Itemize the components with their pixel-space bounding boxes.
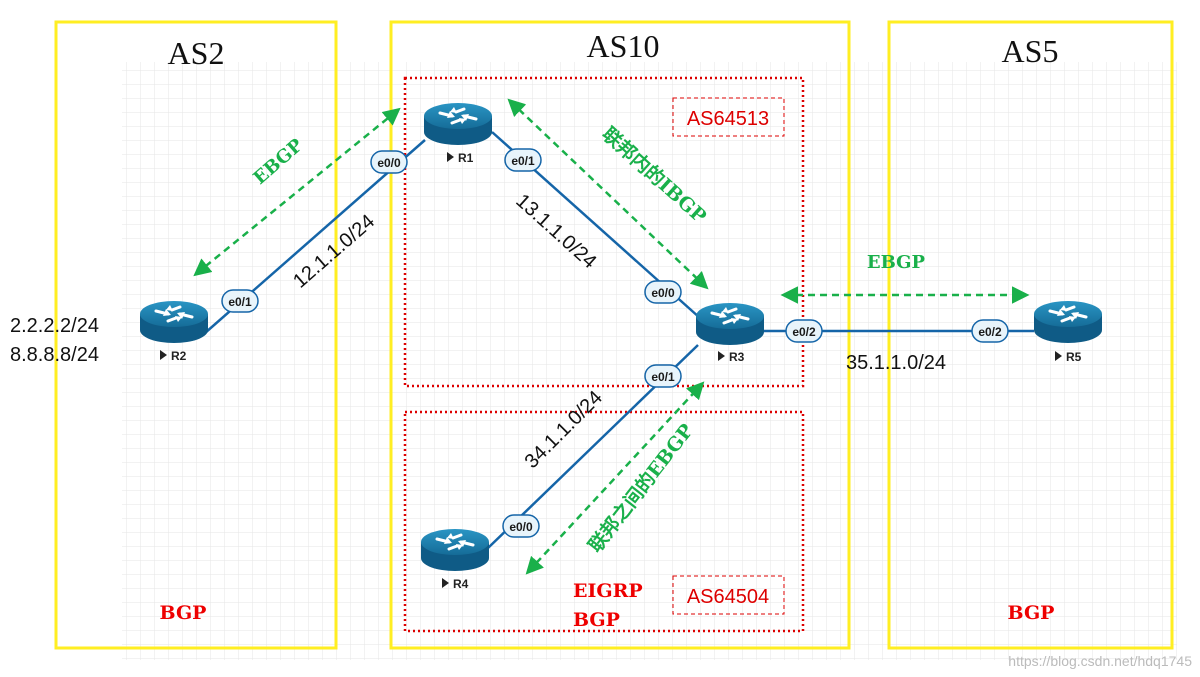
sub-as-upper-label: AS64513 — [687, 108, 769, 130]
as2-title: AS2 — [168, 35, 225, 71]
sub-as-lower-label-box — [672, 575, 785, 615]
sub-as-lower-protocol-eigrp: EIGRP — [573, 580, 643, 602]
router-r3[interactable]: R3 — [694, 301, 766, 364]
sub-as-lower-protocol-bgp: BGP — [573, 609, 620, 631]
play-icon — [447, 152, 454, 162]
router-icon — [422, 101, 494, 146]
sub-as-lower-box — [403, 410, 805, 633]
interface-r3-e02: e0/2 — [785, 319, 823, 343]
router-r5[interactable]: R5 — [1032, 299, 1104, 364]
svg-text:e0/2: e0/2 — [792, 325, 816, 339]
router-r5-label: R5 — [1066, 350, 1082, 364]
as5-title: AS5 — [1002, 33, 1059, 69]
svg-text:e0/1: e0/1 — [228, 295, 252, 309]
interface-r5-e02: e0/2 — [971, 319, 1009, 343]
sub-as-lower-label: AS64504 — [687, 586, 769, 608]
session-arrow-r2-r1 — [193, 107, 401, 277]
router-r2[interactable]: R2 — [138, 299, 210, 363]
svg-text:e0/0: e0/0 — [651, 286, 675, 300]
router-icon — [1032, 299, 1104, 344]
router-r1-label: R1 — [458, 151, 474, 165]
router-r2-label: R2 — [171, 349, 187, 363]
subnet-r3-r5: 35.1.1.0/24 — [846, 352, 946, 374]
session-arrow-r1-r3 — [507, 98, 709, 290]
as5-protocol: BGP — [1008, 602, 1055, 624]
svg-text:e0/0: e0/0 — [377, 156, 401, 170]
interface-r4-e00: e0/0 — [502, 514, 540, 538]
session-label-r3-r5: EBGP — [867, 252, 926, 273]
as2-protocol: BGP — [160, 602, 207, 624]
interface-r3-e00: e0/0 — [644, 280, 682, 304]
router-icon — [419, 527, 491, 572]
router-r1[interactable]: R1 — [422, 101, 494, 165]
router-icon — [694, 301, 766, 346]
interface-r3-e01: e0/1 — [644, 364, 682, 388]
as10-box — [389, 20, 851, 650]
router-r4-label: R4 — [453, 577, 469, 591]
svg-text:e0/1: e0/1 — [511, 154, 535, 168]
sub-as-upper-label-box — [672, 97, 785, 137]
svg-text:e0/2: e0/2 — [978, 325, 1002, 339]
play-icon — [442, 578, 449, 588]
play-icon — [1055, 351, 1062, 361]
svg-text:e0/1: e0/1 — [651, 370, 675, 384]
router-icon — [138, 299, 210, 344]
as2-box — [54, 20, 338, 650]
interface-r1-e01: e0/1 — [504, 148, 542, 172]
router-r3-label: R3 — [729, 350, 745, 364]
router-r4[interactable]: R4 — [419, 527, 491, 591]
loopback-address-2: 8.8.8.8/24 — [10, 344, 99, 366]
as10-title: AS10 — [587, 28, 660, 64]
play-icon — [160, 350, 167, 360]
watermark: https://blog.csdn.net/hdq1745 — [1008, 653, 1192, 669]
interface-r1-e00: e0/0 — [370, 150, 408, 174]
svg-text:e0/0: e0/0 — [509, 520, 533, 534]
session-arrow-r4-r3 — [525, 381, 705, 575]
interface-r2-e01: e0/1 — [221, 289, 259, 313]
as5-box — [887, 20, 1174, 650]
play-icon — [718, 351, 725, 361]
loopback-address-1: 2.2.2.2/24 — [10, 315, 99, 337]
